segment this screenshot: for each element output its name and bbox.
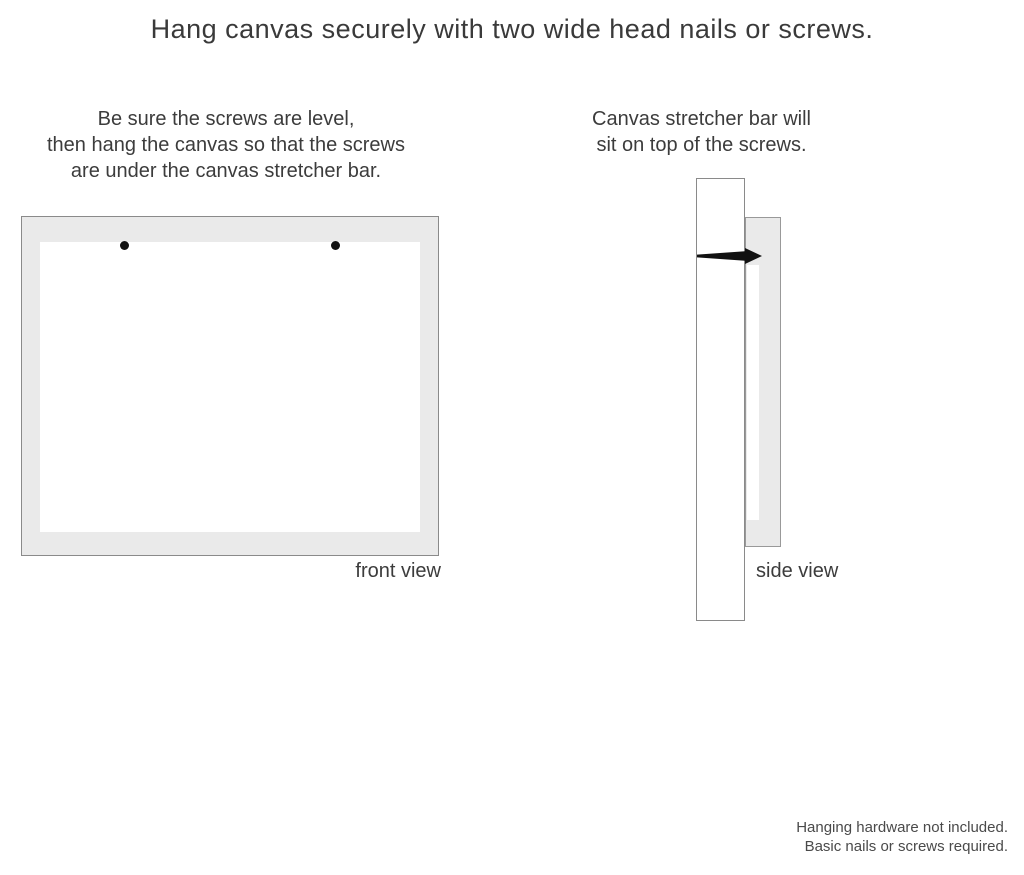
side-view-canvas-diagram [745, 217, 781, 547]
hardware-disclaimer-line1: Hanging hardware not included. [796, 819, 1008, 836]
side-view-instruction-line1: Canvas stretcher bar will [592, 108, 811, 130]
front-view-instruction-line3: are under the canvas stretcher bar. [70, 160, 382, 182]
hardware-disclaimer-line2: Basic nails or screws required. [804, 838, 1008, 855]
hardware-disclaimer: Hanging hardware not included. Basic nai… [0, 818, 1008, 856]
side-view-label: side view [756, 560, 839, 582]
front-view-canvas-diagram [21, 216, 439, 556]
canvas-side-face [747, 265, 759, 520]
front-view-label: front view [355, 560, 441, 582]
canvas-face [40, 242, 420, 532]
right-nail-head-icon [331, 241, 340, 250]
front-view-instruction-line2: then hang the canvas so that the screws [47, 134, 405, 156]
side-view-instruction-line2: sit on top of the screws. [596, 134, 807, 156]
left-nail-head-icon [120, 241, 129, 250]
page-title: Hang canvas securely with two wide head … [150, 14, 874, 44]
side-view-instruction: Canvas stretcher bar will sit on top of … [551, 106, 852, 158]
front-view-instruction-line1: Be sure the screws are level, [97, 108, 355, 130]
nail-icon [697, 248, 762, 264]
front-view-instruction: Be sure the screws are level, then hang … [25, 106, 427, 184]
